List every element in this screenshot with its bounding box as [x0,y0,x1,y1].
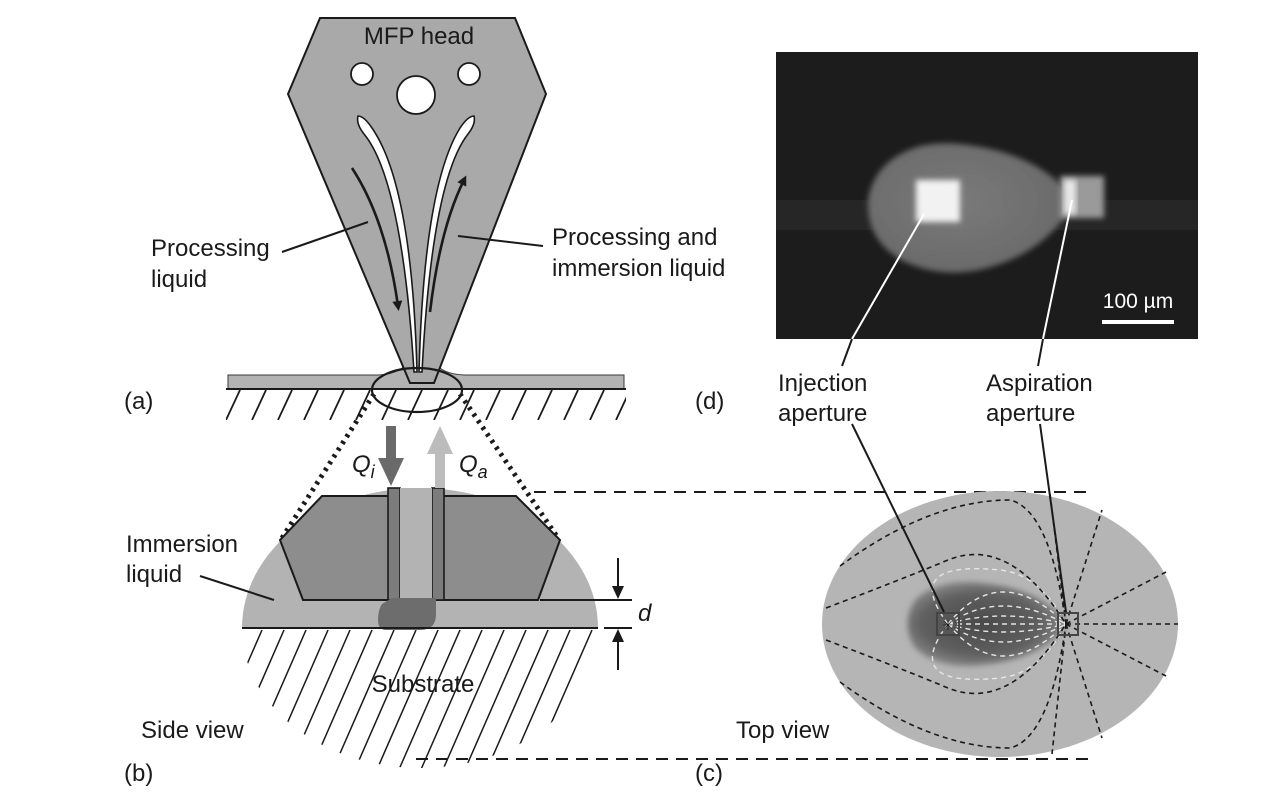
top-view-label: Top view [736,717,830,744]
mfp-head-panel: MFP head Processing liquid Processing an… [124,17,725,420]
flow-up-arrow [428,175,467,313]
zoom-ellipse [370,366,464,414]
processing-liquid-label-1: Processing [151,235,270,262]
outer-streamlines [825,493,1178,755]
substrate-hatch-a [226,389,626,420]
injection-leader-c [851,423,945,613]
side-injection-channel [387,487,401,601]
processing-liquid-blob [378,598,436,630]
panel-label-a: (a) [124,388,153,415]
panel-label-d: (d) [695,388,724,415]
scale-bar [1102,320,1174,324]
substrate-label: Substrate [372,671,475,698]
gap-arrowhead-top [612,586,624,599]
aspiration-aperture-core [1064,180,1076,214]
injection-flow-label: Qi [352,451,376,482]
injection-aperture-label-2: aperture [778,400,867,427]
side-center-gap [400,488,432,600]
immersion-liquid-leader [199,575,275,601]
immersion-liquid-label-1: Immersion [126,531,238,558]
processing-liquid-leader [281,221,369,253]
injection-aperture-box [936,612,960,636]
side-view-label: Side view [141,717,244,744]
aspiration-leader-d-white [1042,199,1073,340]
panel-label-b: (b) [124,760,153,787]
aspiration-aperture-label-1: Aspiration [986,370,1093,397]
flow-down-arrow [350,167,403,311]
gap-arrowhead-bottom [612,629,624,642]
side-view-panel: Qi Qa d Immersion liquid Substrate Side … [124,426,652,787]
aspiration-channel [418,115,476,373]
processing-immersion-label-2: immersion liquid [552,255,725,282]
scale-bar-label: 100 µm [1103,290,1173,313]
injection-channel [356,115,418,373]
processing-immersion-label-1: Processing and [552,224,717,251]
mfp-head-label: MFP head [364,23,474,50]
injection-flow-arrow [378,426,404,486]
micrograph-panel: 100 µm Injection aperture Aspiration ape… [695,52,1198,427]
substrate-hatch-b [242,629,598,768]
aspiration-aperture-label-2: aperture [986,400,1075,427]
gap-distance-label: d [638,600,652,627]
aspiration-leader-c [1039,423,1067,613]
processing-liquid-label-2: liquid [151,266,207,293]
port-center [396,75,436,115]
mfp-head-body [286,17,548,384]
panel-label-c: (c) [695,760,723,787]
aspiration-leader-d [1037,338,1044,367]
injection-leader-d [841,338,853,367]
port-right [457,62,481,86]
side-aspiration-channel [431,487,445,601]
injection-leader-d-white [851,213,925,340]
aspiration-flow-label: Qa [459,451,488,482]
injection-star-icon: ✳ [942,617,954,633]
aspiration-aperture-box [1057,612,1079,636]
port-left [350,62,374,86]
immersion-liquid-label-2: liquid [126,561,182,588]
aspiration-flow-arrow [427,426,453,488]
top-view-panel: ✳ Top view (c) [695,423,1178,787]
zoom-dotted-right [457,392,561,540]
processing-droplet [867,143,1069,273]
injection-aperture-label-1: Injection [778,370,867,397]
processing-immersion-leader [457,235,544,247]
